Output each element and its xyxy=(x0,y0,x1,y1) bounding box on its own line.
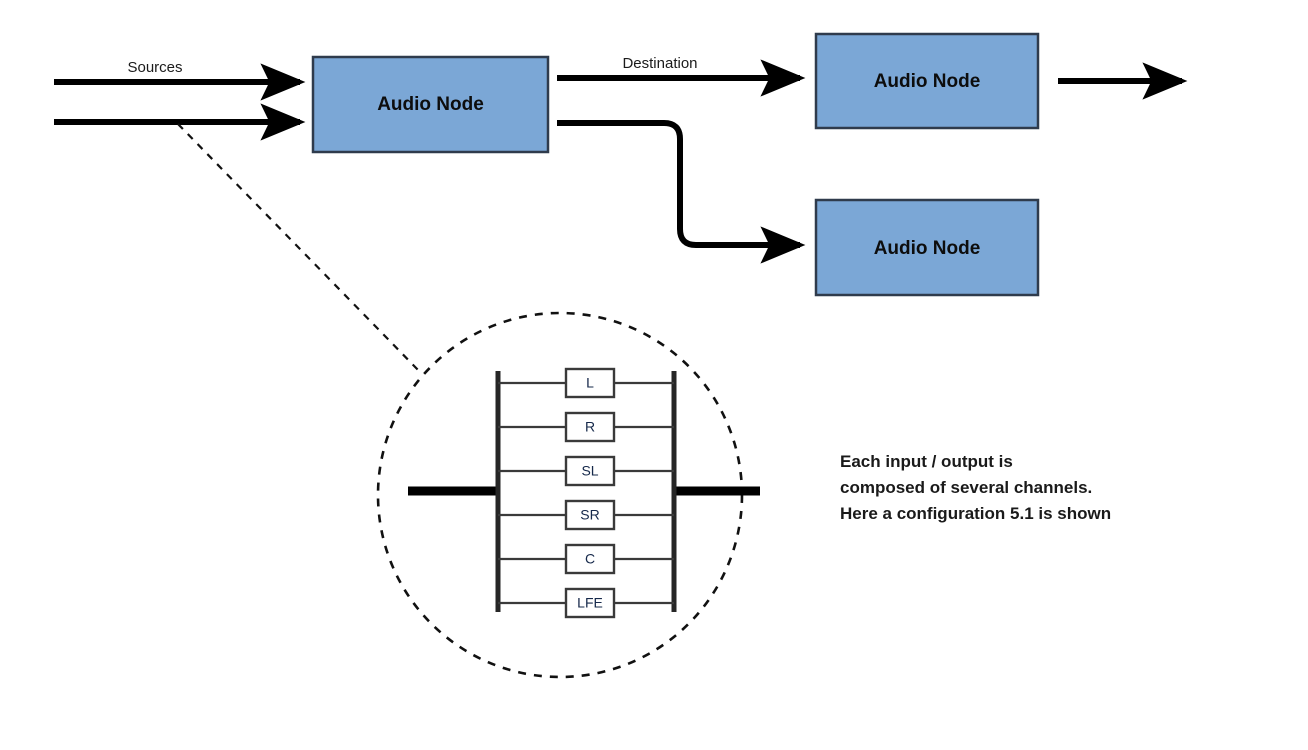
channel-label-sl: SL xyxy=(581,463,598,479)
destination-label: Destination xyxy=(622,55,697,72)
channel-box-lfe[interactable]: LFE xyxy=(564,587,616,619)
node-center-label: Audio Node xyxy=(377,94,484,115)
node-bottom-right-box[interactable] xyxy=(814,198,1040,297)
destination-arrow-group: Destination xyxy=(557,55,806,97)
channel-box-c-rect[interactable] xyxy=(564,543,616,575)
channel-box-lfe-rect[interactable] xyxy=(564,587,616,619)
caption-line-2: composed of several channels. xyxy=(840,478,1092,497)
channel-label-r: R xyxy=(585,419,595,435)
source-arrows-group: Sources xyxy=(54,59,306,141)
channel-detail-group: L R SL SR C LFE xyxy=(408,367,760,619)
node-top-right[interactable]: Audio Node xyxy=(814,32,1040,130)
magnifier-leader-line xyxy=(177,123,423,375)
sources-label: Sources xyxy=(127,59,182,76)
channel-label-c: C xyxy=(585,551,595,567)
channel-box-sl[interactable]: SL xyxy=(564,455,616,487)
node-center[interactable]: Audio Node xyxy=(311,55,550,154)
node-top-right-label: Audio Node xyxy=(874,71,981,92)
node-top-right-box[interactable] xyxy=(814,32,1040,130)
channel-box-sl-rect[interactable] xyxy=(564,455,616,487)
destination-elbow-arrow xyxy=(557,120,806,264)
node-bottom-right-label: Audio Node xyxy=(874,238,981,259)
channel-box-sr[interactable]: SR xyxy=(564,499,616,531)
caption-line-3: Here a configuration 5.1 is shown xyxy=(840,504,1111,523)
channel-label-sr: SR xyxy=(580,507,599,523)
elbow-path xyxy=(557,120,806,264)
channel-box-sr-rect[interactable] xyxy=(564,499,616,531)
channel-label-lfe: LFE xyxy=(577,595,603,611)
channel-box-r-rect[interactable] xyxy=(564,411,616,443)
caption-line-1: Each input / output is xyxy=(840,452,1013,471)
channel-box-l[interactable]: L xyxy=(564,367,616,399)
channel-box-r[interactable]: R xyxy=(564,411,616,443)
caption-block: Each input / output is composed of sever… xyxy=(840,452,1111,523)
node-center-box[interactable] xyxy=(311,55,550,154)
channel-box-c[interactable]: C xyxy=(564,543,616,575)
channel-label-l: L xyxy=(586,375,594,391)
node-bottom-right[interactable]: Audio Node xyxy=(814,198,1040,297)
channel-box-l-rect[interactable] xyxy=(564,367,616,399)
